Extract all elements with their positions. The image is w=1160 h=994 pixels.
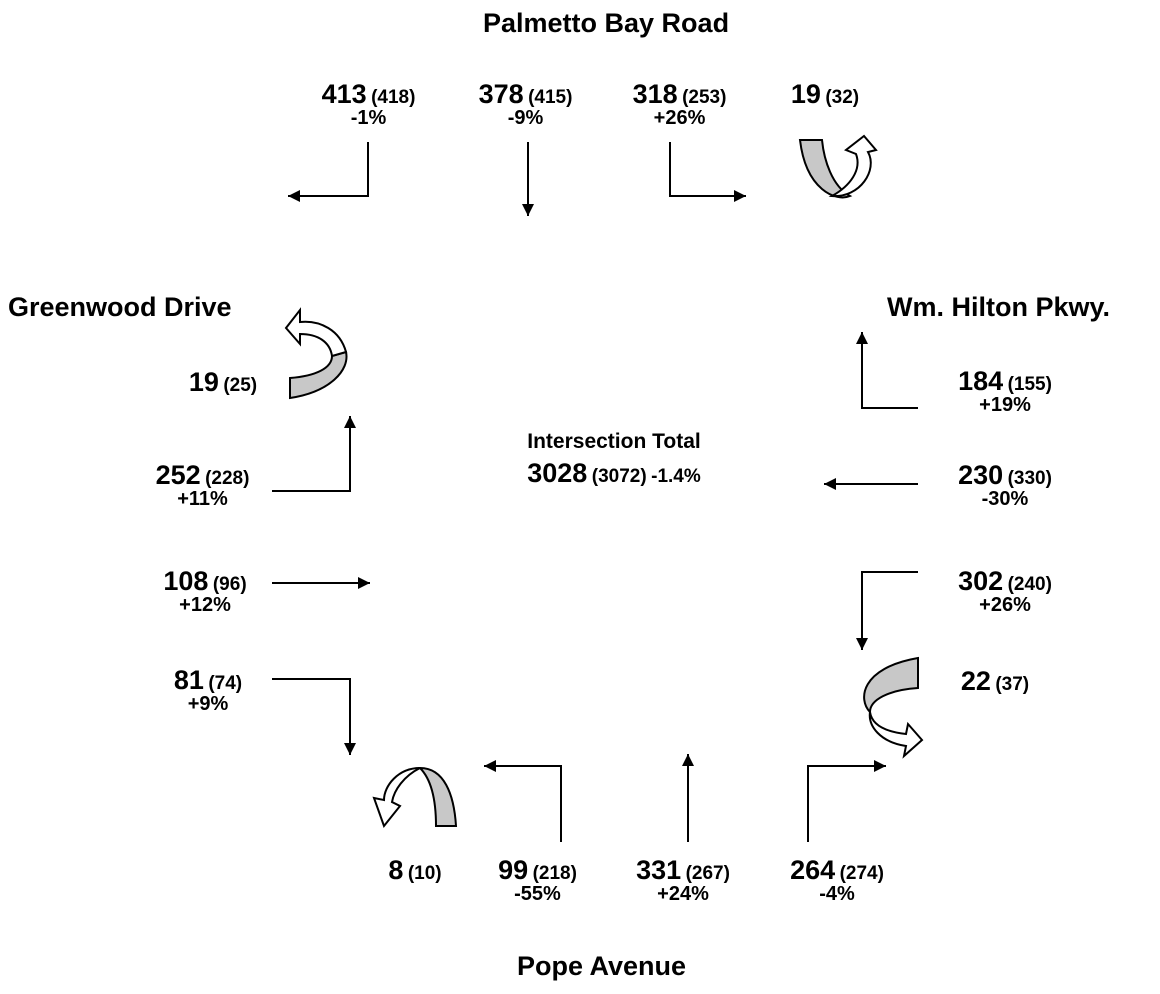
volume-previous: (330): [1007, 468, 1052, 489]
arrow-eb-right: [272, 678, 356, 755]
volume-previous: (253): [682, 87, 727, 108]
movement-label-eb-right: 81 (74) +9%: [148, 666, 268, 715]
volume-change: +11%: [177, 488, 228, 511]
movement-label-sb-uturn: 8 (10): [360, 856, 470, 884]
volume-current: 331: [636, 855, 682, 885]
volume-current: 230: [958, 460, 1004, 490]
intersection-total-change: -1.4%: [651, 466, 701, 488]
arrow-wb-right: [856, 332, 918, 409]
volume-change: -9%: [507, 107, 544, 130]
volume-change: +19%: [979, 394, 1031, 417]
volume-current: 19: [188, 367, 219, 397]
intersection-total: Intersection Total 3028 (3072) -1.4%: [488, 430, 740, 489]
volume-current: 8: [388, 855, 404, 885]
street-label-north: Palmetto Bay Road: [483, 8, 730, 38]
volume-previous: (74): [208, 673, 243, 694]
volume-previous: (228): [205, 468, 250, 489]
movement-label-nb-right: 413 (418) -1%: [296, 80, 441, 129]
volume-previous: (418): [371, 87, 416, 108]
uturn-icon-eb: [284, 307, 348, 400]
movement-label-eb-thru: 108 (96) +12%: [140, 567, 270, 616]
street-label-east: Wm. Hilton Pkwy.: [887, 292, 1111, 322]
volume-current: 99: [498, 855, 529, 885]
volume-previous: (218): [532, 863, 577, 884]
arrow-nb-left: [669, 142, 746, 202]
volume-previous: (32): [825, 87, 860, 108]
volume-change: +9%: [187, 693, 229, 716]
arrow-eb-left: [272, 416, 356, 492]
volume-previous: (240): [1007, 574, 1052, 595]
movement-label-nb-thru: 378 (415) -9%: [453, 80, 598, 129]
volume-current: 108: [163, 566, 209, 596]
movement-label-sb-left: 99 (218) -55%: [465, 856, 610, 905]
arrow-nb-right: [288, 142, 369, 202]
movement-label-eb-left: 252 (228) +11%: [130, 461, 275, 510]
movement-label-nb-left: 318 (253) +26%: [607, 80, 752, 129]
movement-label-wb-right: 184 (155) +19%: [930, 367, 1080, 416]
volume-current: 184: [958, 366, 1004, 396]
volume-change: +26%: [653, 107, 706, 130]
volume-current: 264: [790, 855, 836, 885]
volume-change: -1%: [350, 107, 387, 130]
volume-previous: (25): [223, 375, 258, 396]
intersection-total-label: Intersection Total: [527, 430, 701, 453]
street-label-west: Greenwood Drive: [8, 292, 232, 322]
volume-current: 378: [478, 79, 524, 109]
volume-previous: (155): [1007, 374, 1052, 395]
movement-label-sb-thru: 331 (267) +24%: [608, 856, 758, 905]
movement-label-sb-right: 264 (274) -4%: [762, 856, 912, 905]
volume-current: 81: [173, 665, 204, 695]
volume-current: 302: [958, 566, 1004, 596]
uturn-icon-nb: [798, 134, 878, 199]
movement-label-wb-left: 302 (240) +26%: [930, 567, 1080, 616]
street-label-south: Pope Avenue: [517, 951, 687, 981]
arrow-sb-left: [484, 760, 562, 842]
volume-previous: (96): [212, 574, 247, 595]
volume-current: 413: [321, 79, 367, 109]
arrow-sb-right: [807, 760, 886, 842]
movement-label-eb-uturn: 19 (25): [168, 368, 278, 396]
volume-previous: (37): [995, 674, 1030, 695]
volume-previous: (274): [839, 863, 884, 884]
intersection-total-previous: (3072): [591, 466, 647, 488]
volume-current: 22: [960, 666, 991, 696]
volume-previous: (415): [528, 87, 573, 108]
volume-change: +26%: [979, 594, 1031, 617]
volume-change: -55%: [514, 883, 561, 906]
intersection-total-current: 3028: [527, 458, 588, 489]
uturn-icon-wb: [863, 656, 924, 759]
uturn-icon-sb: [372, 766, 458, 829]
volume-previous: (267): [685, 863, 730, 884]
volume-change: -4%: [819, 883, 855, 906]
volume-change: -30%: [981, 488, 1029, 511]
volume-change: +24%: [657, 883, 709, 906]
volume-current: 19: [790, 79, 821, 109]
movement-label-nb-uturn: 19 (32): [770, 80, 880, 108]
volume-current: 318: [632, 79, 678, 109]
arrow-wb-left: [856, 571, 918, 650]
volume-previous: (10): [407, 863, 442, 884]
movement-label-wb-uturn: 22 (37): [940, 667, 1050, 695]
volume-current: 252: [155, 460, 201, 490]
movement-label-wb-thru: 230 (330) -30%: [930, 461, 1080, 510]
volume-change: +12%: [179, 594, 231, 617]
